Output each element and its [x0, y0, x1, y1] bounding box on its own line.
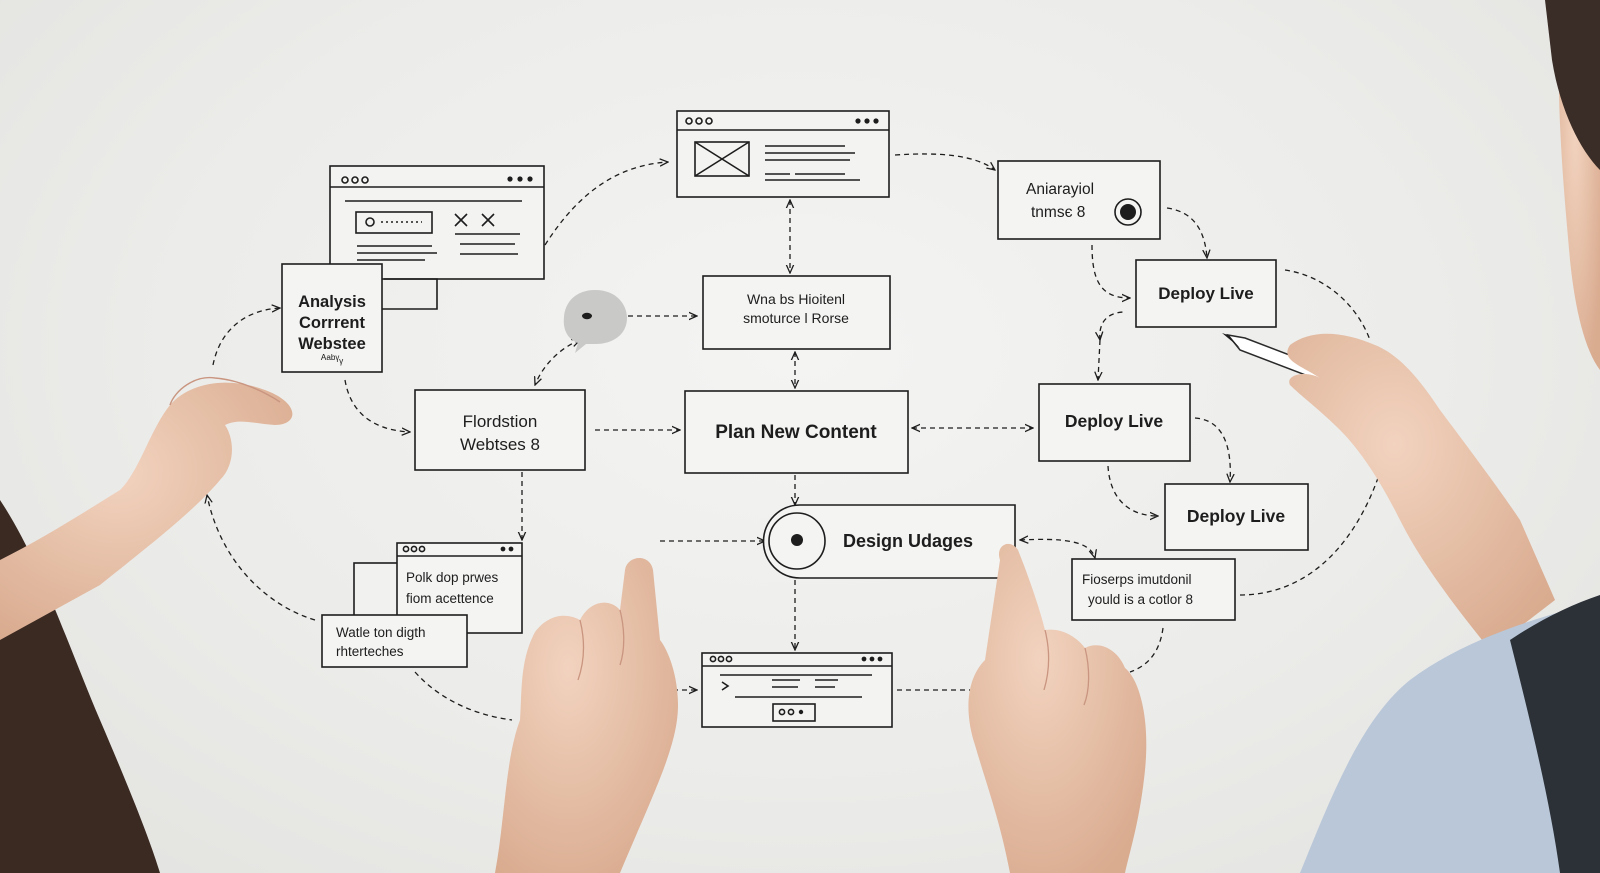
connector [414, 671, 513, 721]
connector [894, 153, 995, 170]
design-udages-label: Design Udages [843, 531, 973, 551]
left-hand-pointing [495, 557, 678, 873]
connector [1194, 417, 1230, 482]
analysis-line-3: Webstee [298, 335, 366, 353]
wna-bs-box: Wna bs Hioitenl smoturce l Rorse [702, 275, 891, 350]
right-hand-marker [1287, 333, 1555, 650]
window-mockup-top [676, 110, 890, 198]
polk-line-2: fiom acettence [406, 591, 494, 606]
aniarayiol-line-1: Aniarayiol [1026, 181, 1094, 198]
deploy-live-low-label: Deploy Live [1187, 506, 1285, 526]
deploy-live-mid-label: Deploy Live [1065, 411, 1163, 431]
flordstion-box: Flordstion Webtses 8 [414, 389, 586, 471]
aniarayiol-line-2: tnmsє 8 [1031, 204, 1085, 221]
connector [1098, 339, 1100, 380]
watle-box: Watle ton digth rhterteches [321, 614, 468, 668]
connector [212, 308, 280, 366]
target-icon [1114, 198, 1142, 226]
plan-new-content-box: Plan New Content [684, 390, 909, 474]
polk-line-1: Polk dop prwes [406, 570, 499, 585]
watle-line-2: rhterteches [336, 644, 404, 659]
record-icon [768, 512, 826, 570]
deploy-live-mid-box: Deploy Live [1038, 383, 1191, 462]
wna-bs-line-2: smoturce l Rorse [743, 310, 849, 326]
analysis-current-website-box: Analysis Corrrent Webstee ᴬᵃᵇᵞᵧ [281, 263, 383, 373]
fioserps-line-2: yould is a cotlor 8 [1088, 592, 1193, 607]
connector [535, 340, 580, 385]
flordstion-line-1: Flordstion [463, 412, 538, 431]
flordstion-line-2: Webtses 8 [460, 435, 540, 454]
connector [1166, 207, 1207, 258]
window-mockup-topleft [329, 165, 545, 310]
connector [344, 379, 410, 432]
connector [1020, 539, 1095, 558]
connector [1284, 269, 1371, 341]
wna-bs-line-1: Wna bs Hioitenl [747, 291, 845, 307]
right-hand-pointing [968, 543, 1147, 873]
fioserps-box: Fioserps imutdonil yould is a cotlor 8 [1071, 558, 1236, 621]
deploy-live-top-label: Deploy Live [1158, 284, 1253, 303]
connector [1091, 244, 1130, 298]
connector [1107, 465, 1158, 516]
connector [207, 495, 316, 621]
analysis-line-2: Corrrent [299, 314, 366, 332]
design-udages-box: Design Udages [762, 504, 1016, 579]
connector [1129, 627, 1164, 673]
plan-new-content-label: Plan New Content [715, 422, 877, 443]
chat-bubble-icon [563, 290, 627, 353]
right-person [1300, 0, 1600, 873]
fioserps-line-1: Fioserps imutdonil [1082, 572, 1192, 587]
window-mockup-bottom [701, 652, 893, 728]
connector [544, 162, 668, 246]
left-hand-upper [0, 376, 293, 640]
connector [1100, 311, 1126, 340]
watle-line-1: Watle ton digth [336, 625, 426, 640]
connector [1239, 477, 1379, 596]
analysis-scribble: ᴬᵃᵇᵞᵧ [320, 352, 343, 366]
deploy-live-top-box: Deploy Live [1135, 259, 1277, 328]
deploy-live-low-box: Deploy Live [1164, 483, 1309, 551]
analysis-line-1: Analysis [298, 293, 366, 311]
aniarayiol-box: Aniarayiol tnmsє 8 [997, 160, 1161, 240]
